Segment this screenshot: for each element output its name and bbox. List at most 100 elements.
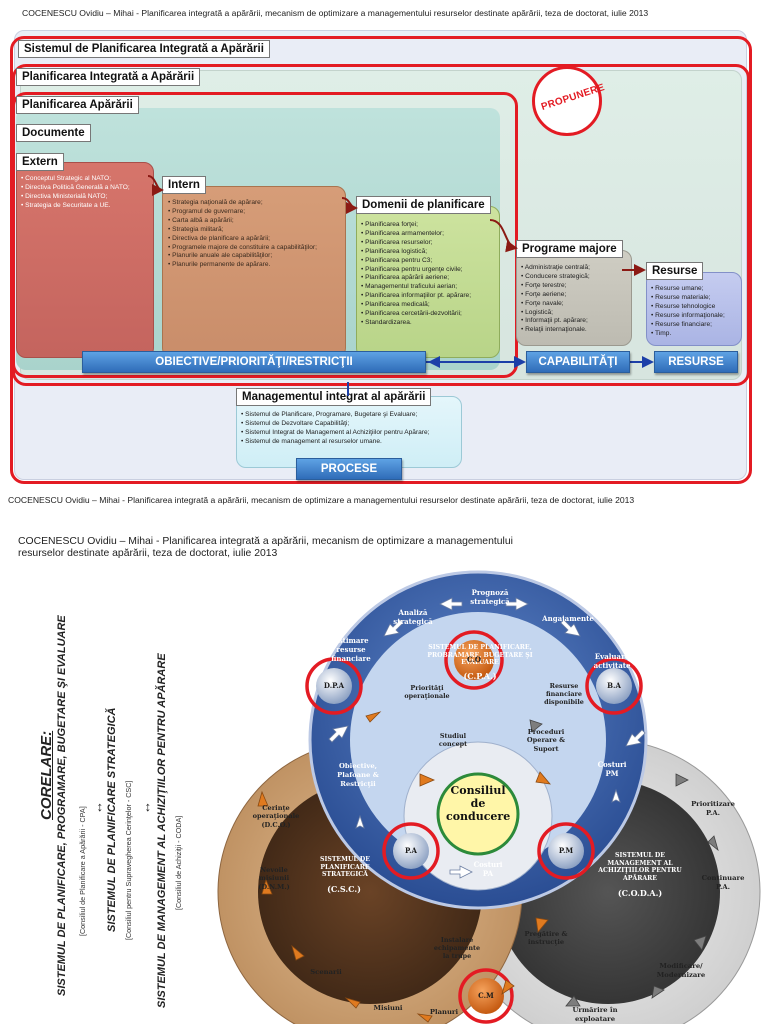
sistemul-label: Sistemul de Planificarea Integrată a Apă… [18, 40, 270, 58]
arrow-icon [257, 790, 269, 807]
arrow-icon [535, 771, 551, 785]
domenii-item: Planificarea apărării aeriene; [361, 274, 471, 283]
planificarea-apararii-label: Planificarea Apărării [16, 96, 139, 114]
programe-list: Administraţie centrală; Conducere strate… [521, 264, 590, 335]
procese-bar: PROCESE [296, 458, 402, 480]
arrow-icon [565, 995, 581, 1007]
step-proceduri: Proceduri Operare & Suport [526, 728, 566, 753]
intern-item: Strategia naţională de apărare; [168, 199, 317, 208]
domenii-item: Planificarea armamentelor; [361, 230, 471, 239]
step-estimare: Estimare resurse financiare [331, 636, 371, 663]
domenii-item: Planificarea informaţiilor pt. apărare; [361, 292, 471, 301]
step-resurse-fin: Resurse financiare disponibile [544, 682, 584, 706]
slide-header: COCENESCU Ovidiu – Mihai - Planificarea … [22, 8, 649, 18]
center-emblem [436, 772, 520, 856]
resurse-label: Resurse [646, 262, 704, 280]
page-header-line2: resurselor destinate apărării, teza de d… [18, 548, 278, 559]
domenii-item: Planificarea forţei; [361, 221, 471, 230]
arrow-icon [611, 788, 621, 803]
node-ba-label: B.A [607, 681, 621, 690]
highlight-ba [585, 657, 643, 715]
coda-abbr: (C.O.D.A.) [617, 888, 663, 898]
extern-item: Directiva Politică Generală a NATO; [21, 184, 130, 193]
domenii-item: Planificarea resurselor; [361, 239, 471, 248]
resurse-bar: RESURSE [654, 351, 738, 373]
domenii-box: Planificarea forţei; Planificarea armame… [356, 206, 500, 358]
programe-item: Forţe navale; [521, 300, 590, 309]
node-pa-label: P.A [405, 846, 417, 855]
domenii-item: Planificarea pentru C3; [361, 257, 471, 266]
node-dpa [316, 668, 352, 704]
node-dpa-label: D.P.A [323, 681, 345, 690]
intern-item: Planurile anuale ale capabilităţilor; [168, 252, 317, 261]
consiliul-title: Consiliul de conducere [446, 784, 511, 823]
management-item: Sistemul de management al resurselor uma… [241, 438, 430, 447]
intern-item: Strategia militară; [168, 226, 317, 235]
resurse-list: Resurse umane; Resurse materiale; Resurs… [651, 285, 725, 338]
arrow-icon [344, 997, 361, 1009]
resurse-item: Resurse tehnologice [651, 303, 725, 312]
extern-box: Conceptul Strategic al NATO; Directiva P… [16, 162, 154, 358]
slide-connectors [147, 175, 654, 396]
resurse-box: Resurse umane; Resurse materiale; Resurs… [646, 272, 742, 346]
resurse-item: Resurse materiale; [651, 294, 725, 303]
step-costuri-pa: Costuri PA [473, 860, 503, 878]
slide-figure: COCENESCU Ovidiu – Mihai - Planificarea … [0, 0, 768, 516]
domenii-item: Planificarea medicală; [361, 301, 471, 310]
resurse-item: Resurse umane; [651, 285, 725, 294]
intern-item: Carta albă a apărării; [168, 217, 317, 226]
arrow-icon [383, 619, 404, 637]
arrow-icon [651, 985, 665, 999]
arrow-icon [675, 773, 689, 787]
csc-arrows [257, 711, 551, 1023]
arrow-icon [625, 729, 646, 747]
sistemul-frame [10, 36, 752, 484]
step-continuare: Continuare P.A. [701, 874, 745, 891]
step-misiuni: Misiuni [373, 1004, 403, 1012]
obiective-bar: OBIECTIVE/PRIORITĂŢI/RESTRICŢII [82, 351, 426, 373]
programe-item: Relaţii internaţionale. [521, 326, 590, 335]
arrow-icon [328, 725, 349, 743]
arrow-icon [416, 1013, 433, 1023]
arrow-icon [560, 619, 581, 637]
domenii-item: Standardizarea. [361, 319, 471, 328]
step-modificare: Modificare/ Modernizare [656, 962, 706, 979]
step-cerinte: Cerinţe operaţionale (D.C.O.) [252, 804, 300, 829]
programe-label: Programe majore [516, 240, 623, 258]
management-list: Sistemul de Planificare, Programare, Bug… [241, 411, 430, 447]
arrow-icon [501, 979, 515, 995]
management-item: Sistemul Integrat de Management al Achiz… [241, 429, 429, 438]
highlight-dpa [305, 657, 363, 715]
highlight-co [444, 630, 504, 690]
coda-arrows [529, 719, 719, 1007]
domenii-item: Managementul traficului aerian; [361, 283, 471, 292]
step-prioritizare: Prioritizare P.A. [691, 800, 735, 817]
step-analiza: Analiză strategică [393, 608, 433, 626]
step-evaluare: Evaluare activitate [593, 652, 631, 670]
step-studiul: Studiul concept [438, 732, 468, 748]
node-pa [393, 833, 429, 869]
programe-item: Forţe aeriene; [521, 291, 590, 300]
step-costuri-pm: Costuri PM [597, 760, 627, 778]
resurse-item: Resurse informaţionale; [651, 312, 725, 321]
resurse-item: Resurse financiare; [651, 321, 725, 330]
intern-domenii-arrow [341, 197, 358, 214]
domenii-item: Planificarea cercetării-dezvoltării; [361, 310, 471, 319]
step-prognoza: Prognoză strategică [470, 588, 510, 606]
node-ba [596, 668, 632, 704]
arrow-icon [261, 878, 273, 895]
step-angajamente: Angajamente [542, 614, 594, 623]
arrow-icon [707, 835, 719, 852]
coda-title: SISTEMUL DE MANAGEMENT AL ACHIZIŢIILOR P… [598, 852, 682, 882]
domenii-programe-arrow [489, 219, 518, 253]
intern-item: Directiva de planificare a apărării; [168, 235, 317, 244]
step-pregatire: Pregătire & instrucţie [524, 930, 568, 947]
extern-item: Strategia de Securitate a UE. [21, 202, 130, 211]
node-cm-label: C.M [478, 991, 494, 1000]
domenii-list: Planificarea forţei; Planificarea armame… [361, 221, 471, 328]
management-label: Managementul integrat al apărării [236, 388, 432, 406]
arrow-icon [449, 865, 473, 879]
arrow-icon [693, 935, 707, 951]
page-header-line1: COCENESCU Ovidiu – Mihai - Planificarea … [18, 536, 513, 547]
arrow-icon [505, 597, 529, 611]
